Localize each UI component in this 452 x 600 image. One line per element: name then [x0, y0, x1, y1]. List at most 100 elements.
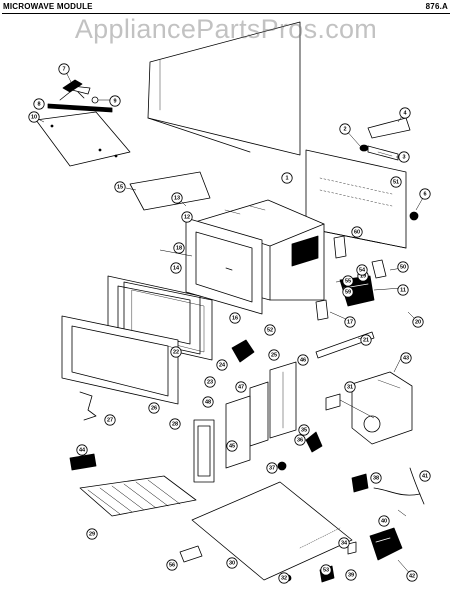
- callout-43: 43: [400, 352, 412, 364]
- callout-35: 35: [298, 424, 310, 436]
- callout-label: 54: [359, 267, 366, 273]
- callout-circle: [166, 559, 178, 571]
- oven-rack: [79, 475, 197, 517]
- callout-label: 23: [207, 379, 213, 385]
- callout-23: 23: [204, 376, 216, 388]
- callout-label: 14: [173, 265, 180, 271]
- callout-47: 47: [235, 381, 247, 393]
- callout-56: 56: [166, 559, 178, 571]
- callout-12: 12: [181, 211, 193, 223]
- callout-circle: [390, 176, 402, 188]
- callout-label: 43: [403, 355, 409, 361]
- callout-24: 24: [216, 359, 228, 371]
- outer-wrapper: [147, 21, 301, 156]
- fuse: [315, 299, 329, 321]
- callout-31: 31: [344, 381, 356, 393]
- callout-circle: [148, 402, 160, 414]
- part-56: [179, 545, 203, 563]
- callout-52: 52: [264, 324, 276, 336]
- callout-6: 6: [419, 188, 431, 200]
- callout-label: 34: [341, 540, 348, 546]
- callout-label: 15: [117, 184, 123, 190]
- callout-18: 18: [173, 242, 185, 254]
- callout-circle: [344, 381, 356, 393]
- hinge: [231, 339, 255, 363]
- callout-34: 34: [338, 537, 350, 549]
- callout-label: 47: [238, 384, 244, 390]
- callout-circle: [170, 262, 182, 274]
- callout-label: 40: [381, 518, 387, 524]
- callout-label: 51: [393, 179, 399, 185]
- callout-label: 13: [174, 195, 180, 201]
- watermark: AppliancePartsPros.com: [74, 14, 378, 44]
- callout-circle: [264, 324, 276, 336]
- callout-label: 3: [402, 154, 405, 160]
- callout-32: 32: [278, 572, 290, 584]
- blower-assembly: [351, 371, 413, 445]
- callout-9: 9: [109, 95, 121, 107]
- callout-51: 51: [390, 176, 402, 188]
- switch-board: [367, 117, 411, 139]
- fan-motor: [59, 79, 99, 104]
- callout-29: 29: [86, 528, 98, 540]
- interlock-switch: [359, 144, 399, 161]
- callout-label: 25: [271, 352, 277, 358]
- callout-36: 36: [294, 434, 306, 446]
- callout-circle: [344, 316, 356, 328]
- callout-2: 2: [339, 123, 351, 135]
- callout-22: 22: [170, 346, 182, 358]
- callout-50: 50: [397, 261, 409, 273]
- callout-label: 30: [229, 560, 235, 566]
- callout-circle: [226, 440, 238, 452]
- callout-label: 55: [345, 278, 351, 284]
- callout-label: 36: [297, 437, 303, 443]
- callout-label: 24: [219, 362, 226, 368]
- small-bracket: [325, 393, 341, 411]
- callout-label: 19: [360, 273, 366, 279]
- callout-label: 50: [400, 264, 406, 270]
- callout-label: 39: [348, 572, 354, 578]
- callout-label: 38: [373, 475, 379, 481]
- callout-label: 21: [363, 337, 369, 343]
- callout-label: 1: [285, 175, 288, 181]
- callout-circle: [351, 226, 363, 238]
- callout-circle: [419, 188, 431, 200]
- callout-circle: [297, 354, 309, 366]
- callout-15: 15: [114, 181, 126, 193]
- callout-label: 27: [107, 417, 113, 423]
- callout-label: 48: [205, 399, 211, 405]
- callout-label: 41: [422, 473, 428, 479]
- callout-circle: [400, 352, 412, 364]
- callout-circle: [58, 63, 70, 75]
- callout-label: 37: [269, 465, 275, 471]
- callout-10: 10: [28, 111, 40, 123]
- callout-circle: [235, 381, 247, 393]
- callout-circle: [204, 376, 216, 388]
- front-trim: [129, 171, 211, 211]
- callout-circle: [266, 462, 278, 474]
- bottom-plate: [191, 481, 353, 581]
- callout-30: 30: [226, 557, 238, 569]
- callout-circle: [33, 98, 45, 110]
- callout-circle: [173, 242, 185, 254]
- callout-circle: [170, 346, 182, 358]
- callout-label: 20: [415, 319, 421, 325]
- callout-circle: [114, 181, 126, 193]
- callout-4: 4: [399, 107, 411, 119]
- callout-circle: [378, 515, 390, 527]
- callout-circle: [229, 312, 241, 324]
- callout-label: 22: [173, 349, 179, 355]
- cavity-front-frame: [185, 217, 263, 315]
- callout-circle: [169, 418, 181, 430]
- callout-17: 17: [344, 316, 356, 328]
- callout-circle: [397, 284, 409, 296]
- door-choke: [123, 281, 213, 361]
- callout-circle: [342, 286, 354, 298]
- callout-circle: [28, 111, 40, 123]
- callout-circle: [104, 414, 116, 426]
- callout-label: 28: [172, 421, 178, 427]
- control-panel-plate: [305, 149, 407, 249]
- header-rule: [2, 13, 450, 14]
